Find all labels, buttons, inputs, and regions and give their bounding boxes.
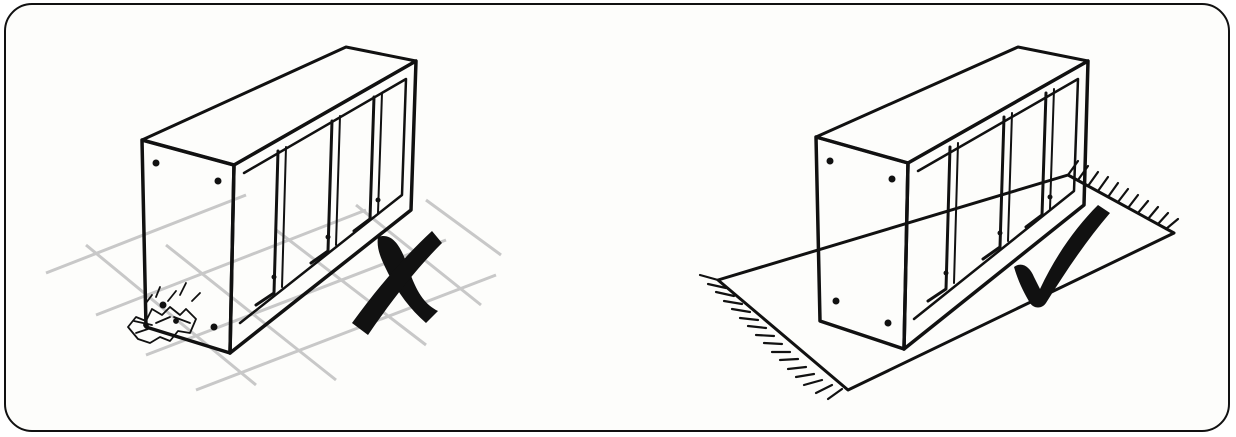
rug bbox=[698, 159, 1180, 401]
cross-icon bbox=[352, 231, 442, 335]
illustration-canvas bbox=[45, 45, 1180, 401]
illustration-frame bbox=[4, 3, 1230, 432]
damage-marks bbox=[127, 282, 201, 344]
floor-grid bbox=[45, 193, 502, 392]
bookcase-wrong bbox=[140, 45, 418, 355]
panel-wrong bbox=[45, 45, 502, 392]
panel-right bbox=[698, 45, 1180, 401]
checkmark-icon bbox=[1014, 205, 1110, 308]
bookcase-right bbox=[814, 45, 1090, 351]
